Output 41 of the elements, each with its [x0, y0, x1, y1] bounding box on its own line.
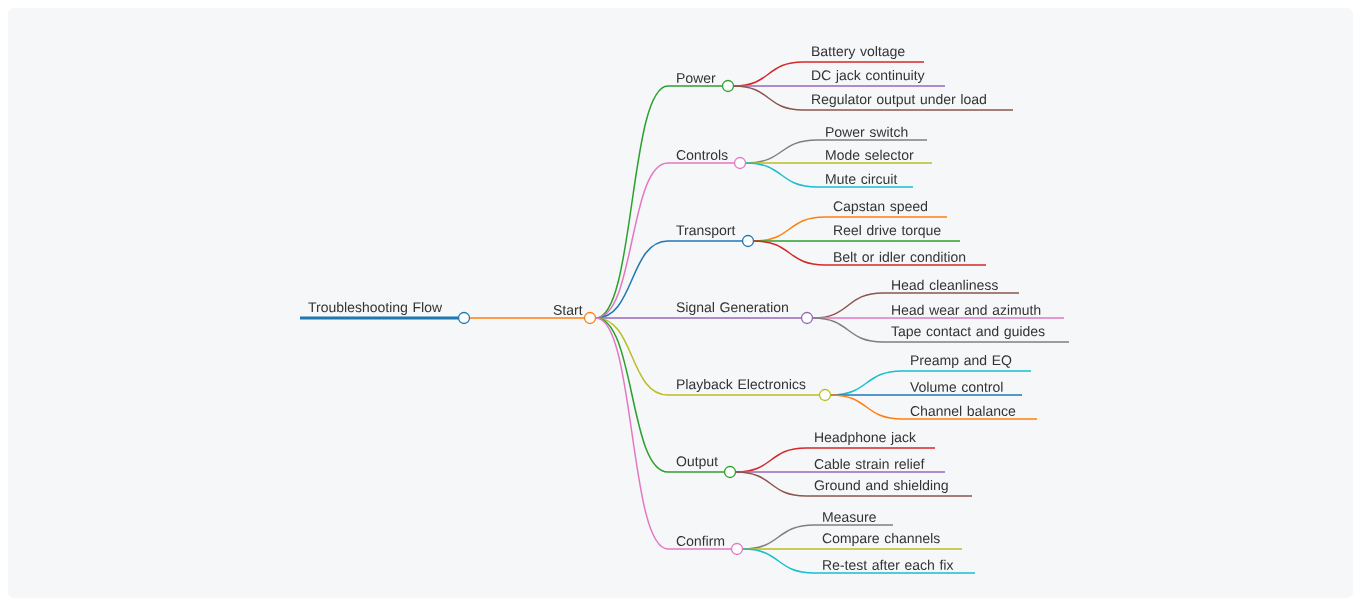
topic-label: Head cleanliness [882, 279, 1020, 294]
branch-line [735, 471, 807, 497]
topic-label: Regulator output under load [802, 93, 1014, 111]
topic-label: Power switch [816, 126, 928, 141]
topic-label: Volume control [901, 381, 1023, 396]
branch-line [745, 162, 818, 188]
topic-label: Ground and shielding [805, 479, 973, 497]
topic-label: Mode selector [816, 149, 933, 164]
topic-label: Playback Electronics [667, 378, 832, 402]
branch-line [830, 394, 903, 420]
topic-label: Transport [667, 225, 755, 248]
topic-label: Signal Generation [667, 301, 814, 325]
topic-label: Controls [667, 149, 747, 170]
branch-line [812, 317, 884, 343]
branch-line [469, 317, 546, 319]
topic-label: Channel balance [901, 405, 1038, 420]
topic-label: Re-test after each fix [813, 559, 976, 574]
topic-label: Troubleshooting Flow [300, 301, 471, 325]
topic-label: Capstan speed [824, 200, 948, 218]
topic-label: Headphone jack [805, 431, 936, 449]
topic-label: Start [544, 305, 597, 325]
topic-label: Battery voltage [802, 45, 925, 63]
branch-line [595, 317, 669, 319]
topic-label: Mute circuit [816, 173, 914, 188]
topic-label: Confirm [667, 535, 744, 556]
branch-line [753, 240, 826, 266]
topic-label: Output [667, 456, 737, 479]
topic-label: Tape contact and guides [882, 325, 1070, 343]
topic-label: Head wear and azimuth [882, 304, 1065, 319]
topic-label: Preamp and EQ [901, 354, 1032, 372]
branch-line [742, 548, 815, 574]
topic-label: Belt or idler condition [824, 251, 987, 266]
topic-label: DC jack continuity [802, 69, 946, 87]
topic-label: Compare channels [813, 532, 963, 550]
branch-line [733, 85, 804, 111]
branch-line [595, 317, 669, 473]
topic-label: Measure [813, 512, 894, 526]
topic-label: Reel drive torque [824, 224, 961, 242]
branch-line [595, 317, 669, 550]
topic-label: Power [667, 73, 735, 93]
topic-label: Cable strain relief [805, 458, 946, 473]
